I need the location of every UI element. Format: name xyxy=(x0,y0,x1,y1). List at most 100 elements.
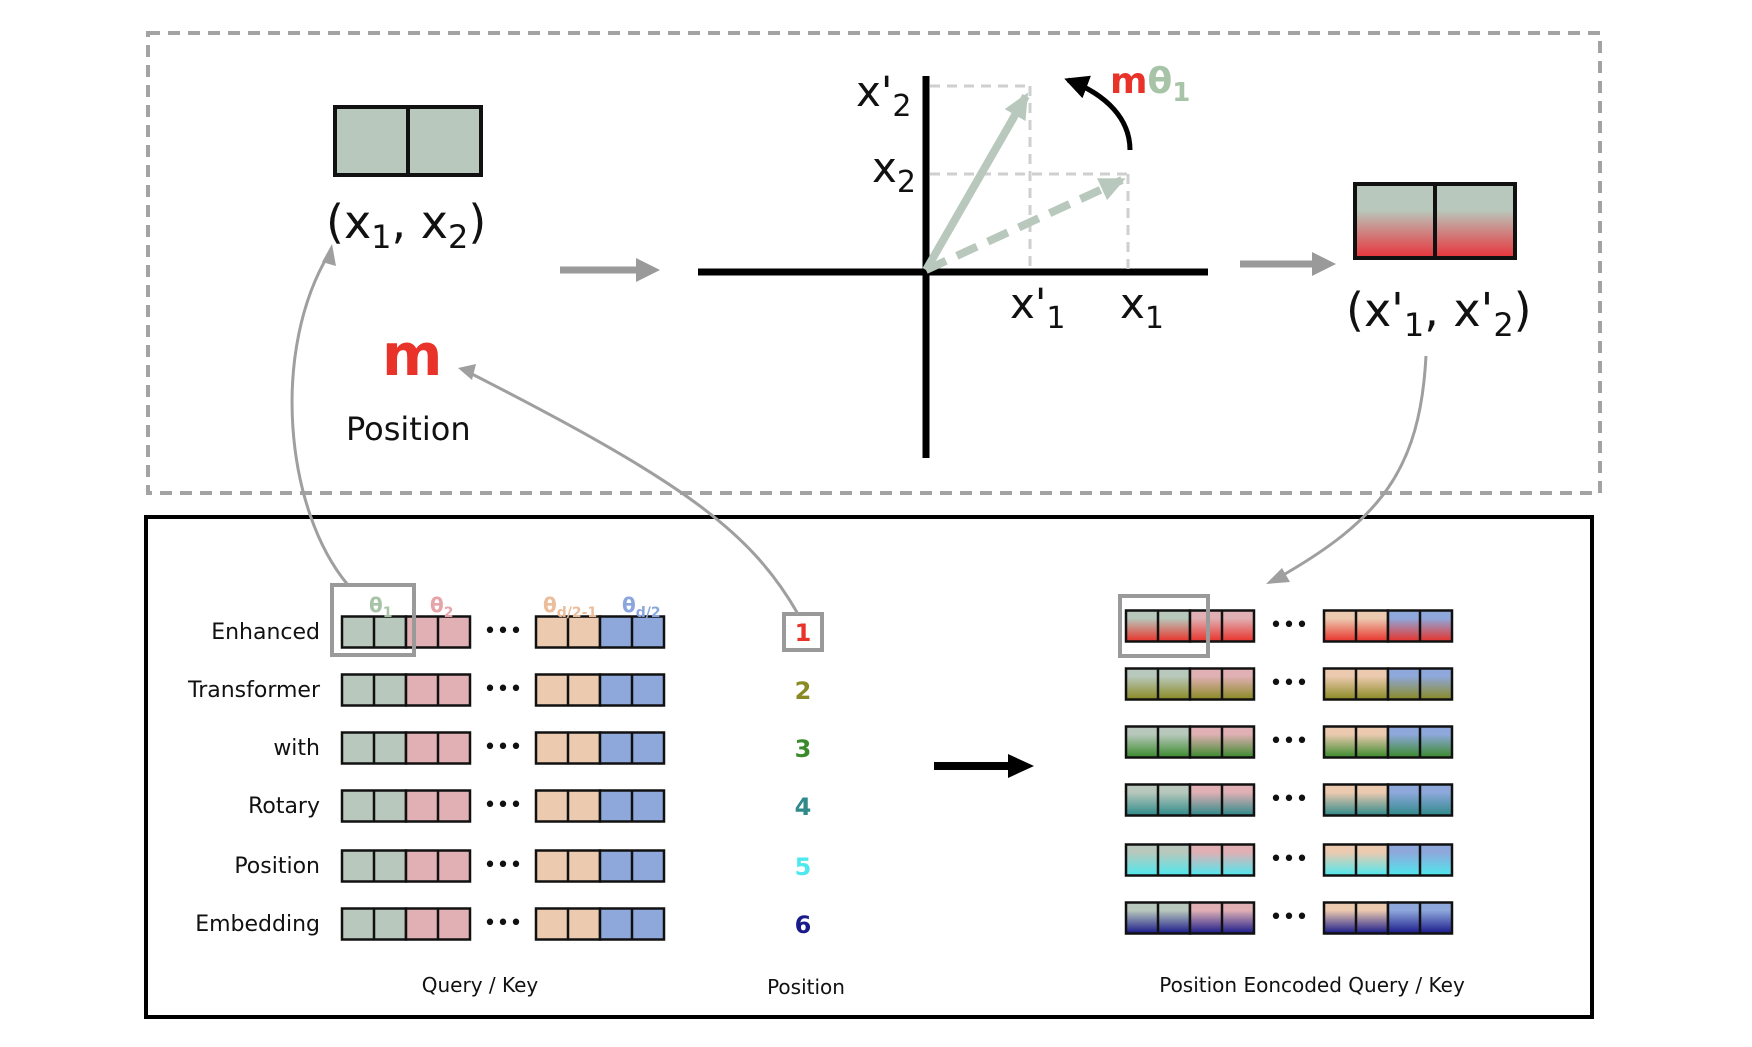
encoded-row-6-group-2 xyxy=(1188,901,1256,935)
position-number-1: 1 xyxy=(795,619,812,647)
encoded-row-2-group-3 xyxy=(1322,667,1390,701)
rotation-angle-label: mθ1 xyxy=(1110,61,1190,108)
encoded-row-5-group-4 xyxy=(1386,843,1454,877)
encoded-row-1-ellipsis: ••• xyxy=(1270,613,1309,638)
theta-label-2: θ2 xyxy=(430,593,454,621)
encoded-row-3-group-4 xyxy=(1386,725,1454,759)
row-word-5: Position xyxy=(234,854,320,879)
encoded-row-4-group-3 xyxy=(1322,783,1390,817)
query-key-row-6-group-2 xyxy=(404,907,472,941)
query-key-row-4-ellipsis: ••• xyxy=(484,793,523,818)
query-key-row-5-group-3 xyxy=(534,849,602,883)
original-vector xyxy=(924,176,1126,274)
input-vector xyxy=(333,105,483,177)
query-key-row-2-group-2 xyxy=(404,673,472,707)
query-key-row-3-group-3 xyxy=(534,731,602,765)
encoded-row-3-group-2 xyxy=(1188,725,1256,759)
query-key-row-1-group-4 xyxy=(598,615,666,649)
encoded-row-6-group-1 xyxy=(1124,901,1192,935)
position-number-2: 2 xyxy=(795,677,812,705)
query-key-row-6-ellipsis: ••• xyxy=(484,911,523,936)
query-key-row-5-group-4 xyxy=(598,849,666,883)
encoded-row-6-ellipsis: ••• xyxy=(1270,905,1309,930)
query-key-row-5-ellipsis: ••• xyxy=(484,853,523,878)
query-key-row-5-group-1 xyxy=(340,849,408,883)
connector-position-to-m xyxy=(467,370,800,615)
encoded-row-6-group-4 xyxy=(1386,901,1454,935)
output-vector-label: (x'1, x'2) xyxy=(1346,283,1532,344)
query-key-row-4-group-1 xyxy=(340,789,408,823)
encoded-row-4-group-2 xyxy=(1188,783,1256,817)
encoded-row-2-group-1 xyxy=(1124,667,1192,701)
encoded-row-3-group-1 xyxy=(1124,725,1192,759)
axis-label-x2: x2 xyxy=(872,143,916,200)
axis-label-x1-prime: x'1 xyxy=(1010,279,1066,336)
rotation-plot xyxy=(698,75,1208,458)
query-key-row-3-group-1 xyxy=(340,731,408,765)
query-key-row-2-group-3 xyxy=(534,673,602,707)
encoded-row-2-group-4 xyxy=(1386,667,1454,701)
encoded-row-5-group-2 xyxy=(1188,843,1256,877)
query-key-row-1-ellipsis: ••• xyxy=(484,619,523,644)
sequence-panel xyxy=(144,515,1594,1019)
encoded-row-4-ellipsis: ••• xyxy=(1270,787,1309,812)
theta-label-d2: θd/2 xyxy=(622,593,661,621)
caption-encoded: Position Eoncoded Query / Key xyxy=(1159,973,1465,997)
query-key-row-4-group-2 xyxy=(404,789,472,823)
query-key-row-3-group-4 xyxy=(598,731,666,765)
row-word-1: Enhanced xyxy=(211,620,320,645)
encoded-row-1-group-4 xyxy=(1386,609,1454,643)
query-key-row-6-group-1 xyxy=(340,907,408,941)
caption-position: Position xyxy=(767,975,845,999)
row-word-4: Rotary xyxy=(248,794,320,819)
caption-query-key: Query / Key xyxy=(422,973,539,997)
query-key-row-2-group-4 xyxy=(598,673,666,707)
encoded-row-4-group-1 xyxy=(1124,783,1192,817)
position-number-6: 6 xyxy=(795,911,812,939)
encoded-highlight xyxy=(1118,594,1210,658)
position-symbol: m xyxy=(382,321,442,389)
position-word: Position xyxy=(346,410,471,448)
theta-label-1: θ1 xyxy=(369,593,393,621)
encoded-row-5-group-3 xyxy=(1322,843,1390,877)
query-key-row-1-group-2 xyxy=(404,615,472,649)
encoded-query-key-matrix: •••••••••••••••••• xyxy=(1124,609,1454,935)
axis-label-x1: x1 xyxy=(1120,279,1164,336)
connector-output-to-encoded xyxy=(1277,355,1428,580)
position-1-highlight xyxy=(782,612,824,652)
rotation-arrow xyxy=(1064,75,1133,151)
encoded-row-6-group-3 xyxy=(1322,901,1390,935)
encoded-row-3-ellipsis: ••• xyxy=(1270,729,1309,754)
encoded-row-2-group-2 xyxy=(1188,667,1256,701)
query-key-row-1-group-3 xyxy=(534,615,602,649)
rotation-panel xyxy=(146,31,1602,495)
query-key-row-2-group-1 xyxy=(340,673,408,707)
rotated-vector xyxy=(922,92,1030,272)
query-key-row-5-group-2 xyxy=(404,849,472,883)
row-word-3: with xyxy=(273,736,320,761)
connector-theta-to-input xyxy=(290,251,350,586)
position-number-4: 4 xyxy=(795,793,812,821)
row-word-6: Embedding xyxy=(195,912,320,937)
position-number-5: 5 xyxy=(795,853,812,881)
encoded-row-3-group-3 xyxy=(1322,725,1390,759)
position-number-3: 3 xyxy=(795,735,812,763)
encoded-row-1-group-3 xyxy=(1322,609,1390,643)
encoded-row-1-group-1 xyxy=(1124,609,1192,643)
theta-label-d2-1: θd/2-1 xyxy=(543,593,597,621)
encoded-row-2-ellipsis: ••• xyxy=(1270,671,1309,696)
theta1-highlight xyxy=(330,583,416,657)
row-word-2: Transformer xyxy=(187,678,321,703)
query-key-row-2-ellipsis: ••• xyxy=(484,677,523,702)
encoded-row-1-group-2 xyxy=(1188,609,1256,643)
query-key-row-4-group-3 xyxy=(534,789,602,823)
query-key-row-4-group-4 xyxy=(598,789,666,823)
query-key-row-6-group-3 xyxy=(534,907,602,941)
axis-label-x2-prime: x'2 xyxy=(856,67,912,124)
output-vector xyxy=(1353,182,1517,260)
query-key-row-6-group-4 xyxy=(598,907,666,941)
input-vector-label: (x1, x2) xyxy=(326,195,486,256)
query-key-row-3-group-2 xyxy=(404,731,472,765)
